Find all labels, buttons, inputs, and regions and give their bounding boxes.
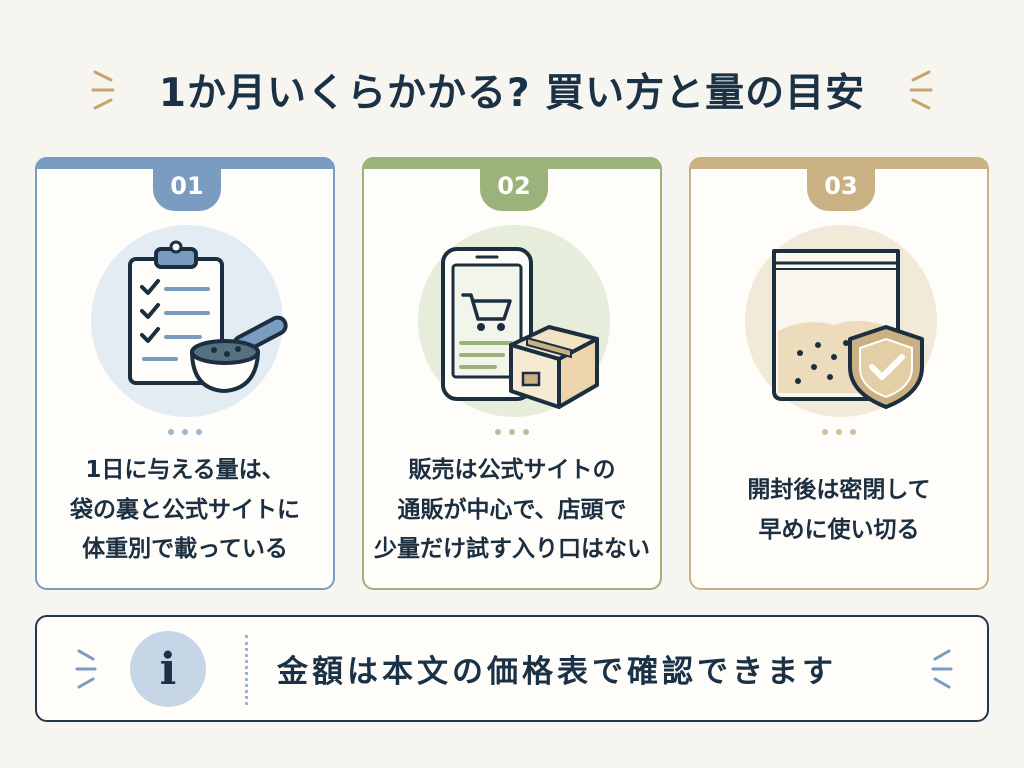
card-text: 開封後は密閉して 早めに使い切る: [701, 451, 977, 570]
card-number-badge: 03: [807, 161, 875, 211]
sparkle-left-icon: [75, 649, 97, 689]
card-text-line: 早めに使い切る: [758, 516, 920, 543]
card-number-badge: 02: [480, 161, 548, 211]
card-text-line: 1日に与える量は、: [85, 457, 285, 484]
card-text: 1日に与える量は、 袋の裏と公式サイトに 体重別で載っている: [47, 451, 323, 570]
title-row: 1か月いくらかかる? 買い方と量の目安: [0, 55, 1024, 125]
sparkle-right-icon: [909, 70, 933, 110]
note-text: 金額は本文の価格表で確認できます: [277, 654, 837, 690]
separator-dots: [37, 429, 333, 435]
bag-shield-icon: [745, 225, 937, 417]
card-text-line: 販売は公式サイトの: [408, 457, 616, 484]
info-note: i 金額は本文の価格表で確認できます: [35, 615, 989, 722]
card-text: 販売は公式サイトの 通販が中心で、店頭で 少量だけ試す入り口はない: [374, 451, 650, 570]
sparkle-left-icon: [91, 70, 115, 110]
smartphone-cart-box-icon: [418, 225, 610, 417]
card-feeding-amount: 01 1日に与える量は、 袋の裏と公式サイトに 体重別で載っている: [35, 157, 335, 590]
card-purchase-channel: 02 販売は公式サイトの 通販が中心で、店頭で 少量だけ試す入り口はない: [362, 157, 662, 590]
card-storage: 03 開封後は密閉して 早めに使い切る: [689, 157, 989, 590]
card-text-line: 袋の裏と公式サイトに: [70, 496, 300, 523]
card-text-line: 少量だけ試す入り口はない: [374, 536, 650, 563]
sparkle-right-icon: [931, 649, 953, 689]
clipboard-scoop-icon: [91, 225, 288, 417]
card-text-line: 体重別で載っている: [82, 536, 288, 563]
card-text-line: 開封後は密閉して: [747, 477, 931, 504]
info-icon: i: [130, 631, 206, 707]
dotted-divider: [245, 635, 248, 705]
card-text-line: 通販が中心で、店頭で: [397, 496, 627, 523]
card-number-badge: 01: [153, 161, 221, 211]
page-title: 1か月いくらかかる? 買い方と量の目安: [158, 71, 866, 116]
separator-dots: [364, 429, 660, 435]
separator-dots: [691, 429, 987, 435]
